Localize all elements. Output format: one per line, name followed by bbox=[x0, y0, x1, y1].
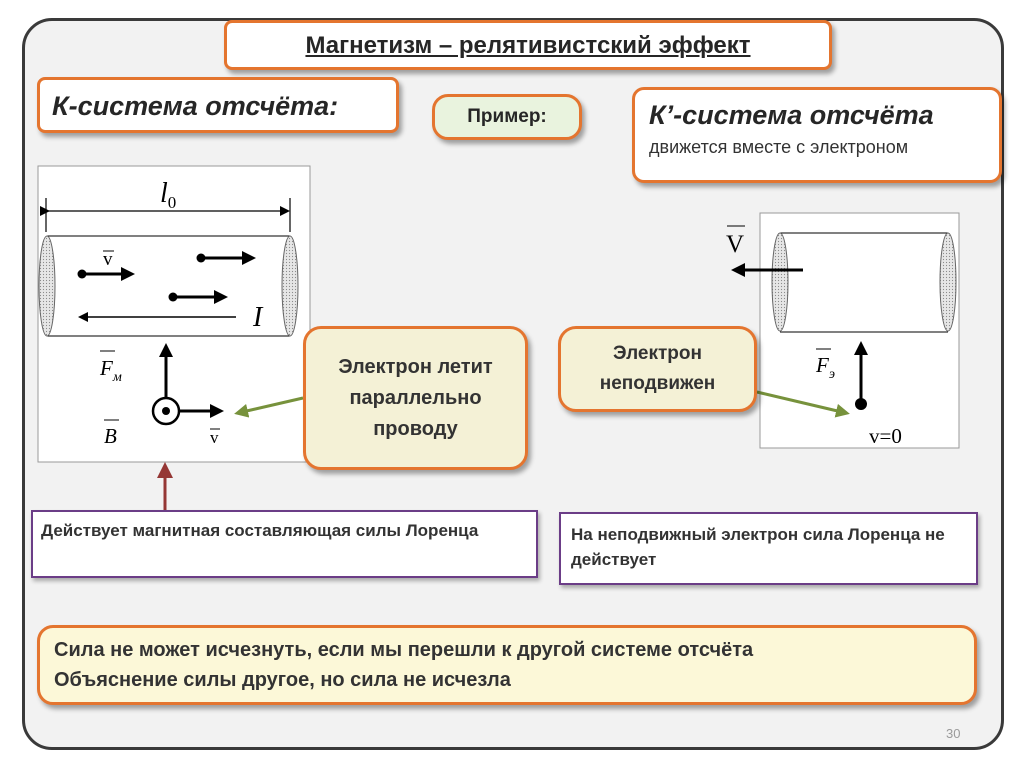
slide-title-text: Магнетизм – релятивистский эффект bbox=[305, 32, 751, 59]
callout-right-line-1: Электрон bbox=[613, 343, 702, 364]
callout-left-line-1: Электрон летит bbox=[338, 355, 493, 378]
callout-electron-stationary: Электрон неподвижен bbox=[558, 326, 757, 412]
note-magnetic-component: Действует магнитная составляющая силы Ло… bbox=[31, 510, 538, 578]
kprime-frame-title: К’-система отсчёта bbox=[649, 100, 934, 130]
conclusion-box: Сила не может исчезнуть, если мы перешли… bbox=[37, 625, 977, 705]
kprime-frame-subtitle: движется вместе с электроном bbox=[649, 137, 909, 157]
k-frame-label: К-система отсчёта: bbox=[37, 77, 399, 133]
example-label: Пример: bbox=[432, 94, 582, 140]
callout-right-line-2: неподвижен bbox=[599, 373, 716, 394]
conclusion-line-2: Объяснение силы другое, но сила не исчез… bbox=[54, 669, 511, 691]
note-no-lorentz-force: На неподвижный электрон сила Лоренца не … bbox=[559, 512, 978, 585]
slide-title: Магнетизм – релятивистский эффект bbox=[224, 20, 832, 70]
callout-left-line-2: параллельно bbox=[349, 386, 482, 409]
kprime-frame-box: К’-система отсчёта движется вместе с эле… bbox=[632, 87, 1002, 183]
callout-electron-parallel: Электрон летит параллельно проводу bbox=[303, 326, 528, 470]
callout-left-line-3: проводу bbox=[373, 417, 458, 440]
page-number: 30 bbox=[946, 726, 961, 741]
conclusion-line-1: Сила не может исчезнуть, если мы перешли… bbox=[54, 639, 754, 661]
